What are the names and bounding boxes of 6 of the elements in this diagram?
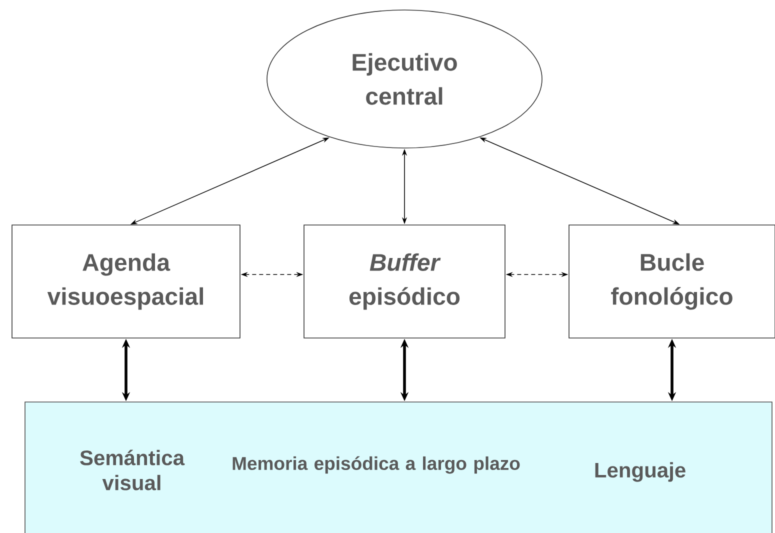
process-box: Buffer episódico <box>304 224 506 338</box>
process-box: Agenda visuoespacial <box>12 224 240 338</box>
band-text: Lenguaje <box>595 462 686 482</box>
band-text: Memoria episódica a largo plazo <box>232 456 520 474</box>
band-text: Semántica visual <box>80 450 185 490</box>
process-box: Bucle fonológico <box>568 224 775 338</box>
